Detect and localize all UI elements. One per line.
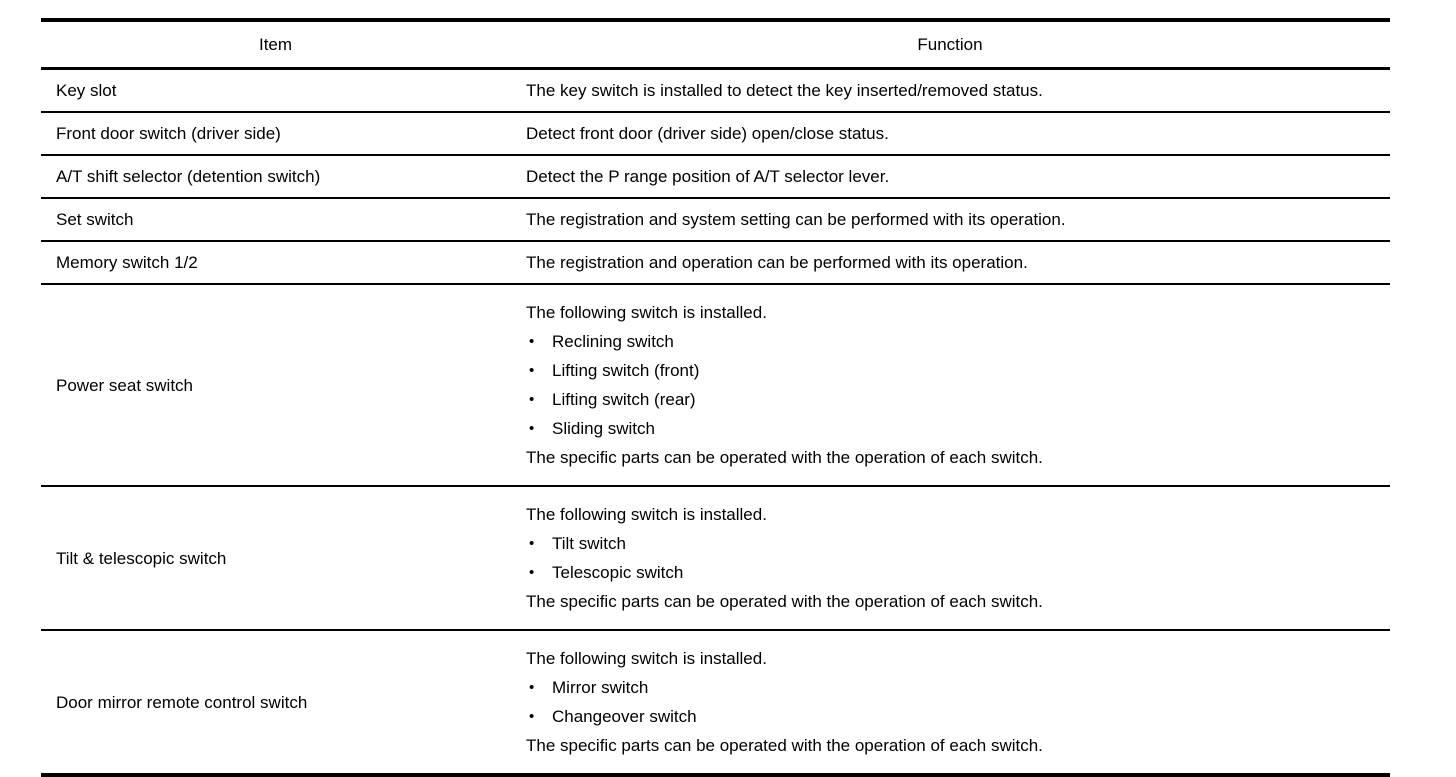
table-cell-function: Detect the P range position of A/T selec… xyxy=(510,155,1390,199)
function-content: The following switch is installed. • Recli… xyxy=(510,285,1390,485)
list-item-label: Changeover switch xyxy=(552,707,697,726)
function-lead-text: The registration and operation can be pe… xyxy=(526,253,1028,272)
item-label: Set switch xyxy=(56,210,134,229)
table-cell-item: Power seat switch xyxy=(41,284,510,487)
function-lead-text: The following switch is installed. xyxy=(526,505,767,524)
function-bullet-list: • Reclining switch • Lifting switch (front)… xyxy=(526,327,1376,443)
list-item-label: Reclining switch xyxy=(552,332,674,351)
list-item-label: Mirror switch xyxy=(552,678,649,697)
list-item-label: Sliding switch xyxy=(552,419,655,438)
list-item: • Changeover switch xyxy=(526,702,1376,731)
table-body: Key slot The key switch is installed to d… xyxy=(41,68,1390,777)
table-cell-function: The following switch is installed. • Mirro… xyxy=(510,630,1390,777)
function-content: Detect the P range position of A/T selec… xyxy=(510,162,1390,191)
list-item: • Reclining switch xyxy=(526,327,1376,356)
table-cell-function: The registration and operation can be pe… xyxy=(510,241,1390,285)
table-row: Tilt & telescopic switch The following sw… xyxy=(41,486,1390,631)
function-lead-text: The following switch is installed. xyxy=(526,649,767,668)
item-label: Front door switch (driver side) xyxy=(56,124,281,143)
table-cell-function: Detect front door (driver side) open/clo… xyxy=(510,112,1390,156)
function-content: The following switch is installed. • Tilt … xyxy=(510,487,1390,629)
bullet-icon: • xyxy=(529,679,535,696)
table-cell-function: The registration and system setting can … xyxy=(510,198,1390,242)
item-label: Tilt & telescopic switch xyxy=(56,548,227,568)
list-item-label: Lifting switch (rear) xyxy=(552,390,696,409)
table-row: Key slot The key switch is installed to d… xyxy=(41,68,1390,113)
function-bullet-list: • Tilt switch • Telescopic switch xyxy=(526,529,1376,587)
column-header-item-label: Item xyxy=(258,35,293,54)
function-content: The key switch is installed to detect th… xyxy=(510,76,1390,105)
list-item: • Tilt switch xyxy=(526,529,1376,558)
table-row: A/T shift selector (detention switch) Det… xyxy=(41,155,1390,199)
item-label: Memory switch 1/2 xyxy=(56,253,198,272)
function-content: The registration and system setting can … xyxy=(510,205,1390,234)
table-row: Door mirror remote control switch The fol… xyxy=(41,630,1390,777)
function-bullet-list: • Mirror switch • Changeover switch xyxy=(526,673,1376,731)
table-cell-item: Tilt & telescopic switch xyxy=(41,486,510,631)
column-header-function: Function xyxy=(510,18,1390,70)
table-cell-item: A/T shift selector (detention switch) xyxy=(41,155,510,199)
list-item: • Sliding switch xyxy=(526,414,1376,443)
bullet-icon: • xyxy=(529,333,535,350)
item-label: Door mirror remote control switch xyxy=(56,692,308,712)
function-lead-text: The key switch is installed to detect th… xyxy=(526,81,1043,100)
list-item: • Lifting switch (front) xyxy=(526,356,1376,385)
item-label: Key slot xyxy=(56,81,117,100)
table-cell-item: Set switch xyxy=(41,198,510,242)
bullet-icon: • xyxy=(529,535,535,552)
document-page: Item Function Key slot The key switch is … xyxy=(41,18,1390,777)
table-cell-function: The key switch is installed to detect th… xyxy=(510,68,1390,113)
list-item-label: Tilt switch xyxy=(552,534,626,553)
table-cell-function: The following switch is installed. • Tilt … xyxy=(510,486,1390,631)
table-cell-function: The following switch is installed. • Recli… xyxy=(510,284,1390,487)
item-label: A/T shift selector (detention switch) xyxy=(56,167,321,186)
function-content: The registration and operation can be pe… xyxy=(510,248,1390,277)
table-row: Memory switch 1/2 The registration and op… xyxy=(41,241,1390,285)
function-tail-text: The specific parts can be operated with … xyxy=(526,736,1043,755)
table-header: Item Function xyxy=(41,18,1390,70)
table-row: Set switch The registration and system se… xyxy=(41,198,1390,242)
table-cell-item: Key slot xyxy=(41,68,510,113)
table-cell-item: Front door switch (driver side) xyxy=(41,112,510,156)
function-tail-text: The specific parts can be operated with … xyxy=(526,592,1043,611)
function-lead-text: The following switch is installed. xyxy=(526,303,767,322)
table-cell-item: Door mirror remote control switch xyxy=(41,630,510,777)
function-lead-text: The registration and system setting can … xyxy=(526,210,1066,229)
function-content: Detect front door (driver side) open/clo… xyxy=(510,119,1390,148)
bullet-icon: • xyxy=(529,708,535,725)
table-cell-item: Memory switch 1/2 xyxy=(41,241,510,285)
table-row: Power seat switch The following switch is… xyxy=(41,284,1390,487)
bullet-icon: • xyxy=(529,391,535,408)
item-label: Power seat switch xyxy=(56,375,193,395)
bullet-icon: • xyxy=(529,362,535,379)
function-lead-text: Detect front door (driver side) open/clo… xyxy=(526,124,889,143)
list-item: • Telescopic switch xyxy=(526,558,1376,587)
function-content: The following switch is installed. • Mirro… xyxy=(510,631,1390,773)
list-item-label: Lifting switch (front) xyxy=(552,361,700,380)
column-header-item: Item xyxy=(41,18,510,70)
function-lead-text: Detect the P range position of A/T selec… xyxy=(526,167,890,186)
function-tail-text: The specific parts can be operated with … xyxy=(526,448,1043,467)
bullet-icon: • xyxy=(529,564,535,581)
list-item: • Mirror switch xyxy=(526,673,1376,702)
bullet-icon: • xyxy=(529,420,535,437)
item-function-table: Item Function Key slot The key switch is … xyxy=(41,18,1390,777)
list-item: • Lifting switch (rear) xyxy=(526,385,1376,414)
table-row: Front door switch (driver side) Detect fr… xyxy=(41,112,1390,156)
table-header-row: Item Function xyxy=(41,18,1390,70)
list-item-label: Telescopic switch xyxy=(552,563,684,582)
column-header-function-label: Function xyxy=(917,35,983,54)
